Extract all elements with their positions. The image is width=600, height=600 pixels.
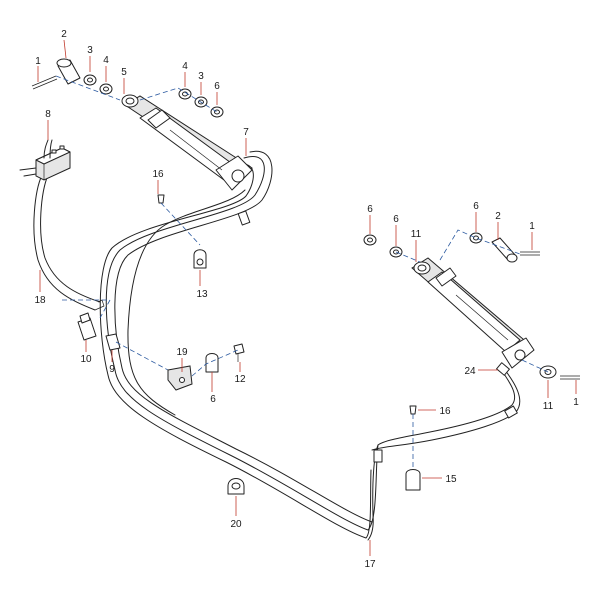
- pin-1-right: [520, 251, 540, 256]
- fitting-16-left: [157, 194, 165, 204]
- callout-6-mid: 6: [210, 394, 216, 405]
- bracket-19: [167, 365, 193, 391]
- clamp-15: [405, 469, 421, 491]
- callout-11-lower-right: 11: [543, 401, 554, 412]
- callout-16-right: 16: [439, 406, 451, 417]
- valve-block-8: [19, 139, 71, 181]
- callout-4-upper-mid: 4: [182, 61, 188, 72]
- callout-2-right: 2: [495, 211, 501, 222]
- hose-bundle-main: [99, 150, 521, 541]
- cylinder-11: [411, 257, 535, 369]
- clamp-6-mid: [205, 353, 219, 373]
- callout-5: 5: [121, 67, 127, 78]
- callout-7: 7: [243, 127, 249, 138]
- callout-9: 9: [109, 364, 115, 375]
- callout-8: 8: [45, 109, 51, 120]
- clamp-13: [193, 249, 207, 269]
- callout-2-upper-left: 2: [61, 29, 67, 40]
- hose-clips: [237, 210, 518, 463]
- callout-20: 20: [230, 519, 242, 530]
- fitting-16-right: [409, 405, 417, 415]
- callout-3-upper-mid: 3: [198, 71, 204, 82]
- washers-6-right: [363, 232, 483, 258]
- callout-24: 24: [464, 366, 476, 377]
- clamp-20: [227, 478, 245, 495]
- washer-11-right-lower: [539, 365, 580, 380]
- callout-6-upper-mid: 6: [214, 81, 220, 92]
- callout-10: 10: [80, 354, 92, 365]
- pin-2-right: [491, 237, 518, 263]
- fitting-9: [105, 333, 121, 351]
- pin-2-left: [56, 58, 81, 85]
- fitting-10: [77, 312, 97, 341]
- callout-12: 12: [234, 374, 246, 385]
- callout-15: 15: [445, 474, 457, 485]
- leader-lines: [37, 39, 577, 556]
- callout-18: 18: [34, 295, 46, 306]
- callout-3-upper-left: 3: [87, 45, 93, 56]
- hose-18: [33, 174, 105, 311]
- callout-16-left: 16: [152, 169, 164, 180]
- callout-6-right-c: 6: [473, 201, 479, 212]
- callout-11-upper-right: 11: [411, 229, 422, 240]
- bolt-12: [233, 343, 245, 362]
- callout-13: 13: [196, 289, 208, 300]
- callout-17: 17: [364, 559, 376, 570]
- washers-3-4-left: [83, 74, 224, 118]
- callout-1-upper-left: 1: [35, 56, 41, 67]
- pin-1-left: [31, 75, 58, 90]
- cylinder-5: [121, 94, 253, 191]
- callout-6-right-b: 6: [393, 214, 399, 225]
- callout-19: 19: [176, 347, 188, 358]
- callout-4-upper-left: 4: [103, 55, 109, 66]
- callout-1-upper-right: 1: [529, 221, 535, 232]
- callout-6-right-a: 6: [367, 204, 373, 215]
- callout-labels: 1 2 3 4 5 4 3 6 7 8 16 13 18 10 9 19 6 1…: [34, 29, 579, 570]
- callout-1-lower-right: 1: [573, 397, 579, 408]
